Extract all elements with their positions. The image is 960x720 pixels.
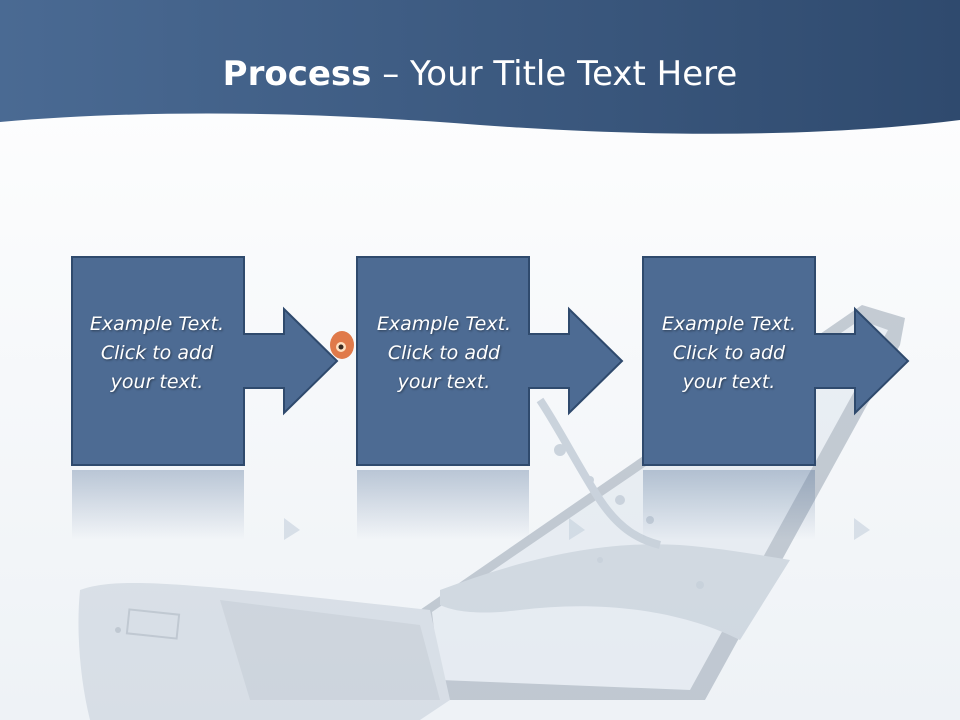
step-text-line: Example Text. [89,313,225,335]
process-step-1-shape[interactable] [71,256,339,466]
title-bold: Process [222,54,372,94]
step-text-line: Example Text. [376,313,512,335]
step-text-line: Click to add [100,342,214,364]
process-step-2-text[interactable]: Example Text. Click to add your text. [357,310,531,397]
step-text-line: your text. [110,371,204,393]
title-rest: Your Title Text Here [410,54,738,94]
step-text-line: Example Text. [661,313,797,335]
process-step-3-text[interactable]: Example Text. Click to add your text. [642,310,816,397]
process-step-2-shape[interactable] [356,256,624,466]
step-text-line: Click to add [387,342,501,364]
step-text-line: your text. [397,371,491,393]
process-step-1-text[interactable]: Example Text. Click to add your text. [70,310,244,397]
process-step-3-shape[interactable] [642,256,910,466]
header-band [0,0,960,134]
slide-title[interactable]: Process – Your Title Text Here [0,52,960,96]
fish-illustration [330,331,354,359]
step-text-line: your text. [682,371,776,393]
step-text-line: Click to add [672,342,786,364]
title-separator: – [371,54,411,94]
